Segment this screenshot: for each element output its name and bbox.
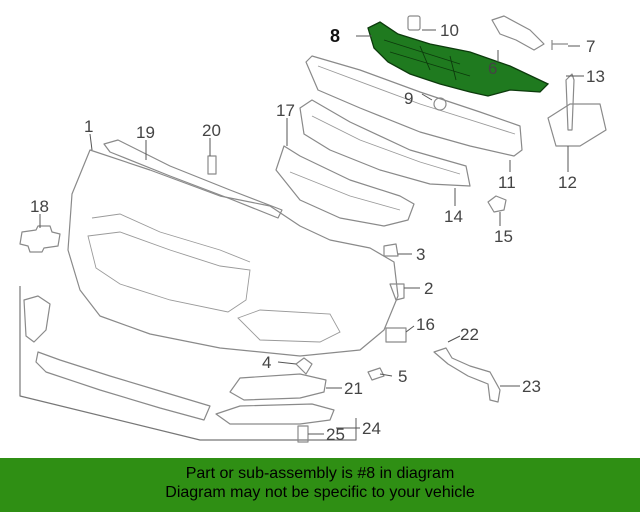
callout-5: 5	[398, 367, 407, 386]
part-14-absorber	[299, 99, 471, 187]
callout-6: 6	[488, 59, 497, 78]
callout-21: 21	[344, 379, 363, 398]
callout-1: 1	[84, 117, 93, 136]
callout-9: 9	[404, 89, 413, 108]
part-8-highlighted[interactable]	[367, 21, 550, 97]
callout-13: 13	[586, 67, 605, 86]
callout-22: 22	[460, 325, 479, 344]
callout-11: 11	[498, 173, 516, 192]
info-banner: Part or sub-assembly is #8 in diagram Di…	[0, 458, 640, 512]
callout-labels: 8 10 6 7 9 13 17 1 19 20 11 12 18 14 15 …	[30, 21, 605, 444]
part-1-bumper-cover	[67, 149, 399, 357]
callout-8: 8	[330, 26, 340, 46]
callout-10: 10	[440, 21, 459, 40]
banner-line-2: Diagram may not be specific to your vehi…	[165, 484, 475, 501]
part-21-bezel	[229, 373, 327, 401]
callout-4: 4	[262, 353, 271, 372]
callout-19: 19	[136, 123, 155, 142]
part-11-impact-bar	[305, 55, 523, 157]
callout-25: 25	[326, 425, 345, 444]
parts-diagram: 8 10 6 7 9 13 17 1 19 20 11 12 18 14 15 …	[19, 15, 607, 444]
leader-lines	[39, 29, 584, 435]
deflector-24	[23, 295, 51, 343]
part-19-trim	[103, 139, 283, 219]
callout-3: 3	[416, 245, 425, 264]
callout-20: 20	[202, 121, 221, 140]
part-17-bracket	[275, 145, 415, 227]
callout-12: 12	[558, 173, 577, 192]
small-parts	[207, 15, 607, 443]
callout-16: 16	[416, 315, 435, 334]
part-18-emblem	[19, 225, 61, 253]
part-24-box	[19, 286, 357, 441]
callout-7: 7	[586, 37, 595, 56]
callout-17: 17	[276, 101, 295, 120]
part-24-strip	[215, 403, 335, 425]
lower-valance	[35, 351, 211, 421]
callout-15: 15	[494, 227, 513, 246]
callout-14: 14	[444, 207, 463, 226]
banner-line-1: Part or sub-assembly is #8 in diagram	[185, 465, 455, 482]
callout-2: 2	[424, 279, 433, 298]
callout-23: 23	[522, 377, 541, 396]
callout-18: 18	[30, 197, 49, 216]
callout-24: 24	[362, 419, 381, 438]
